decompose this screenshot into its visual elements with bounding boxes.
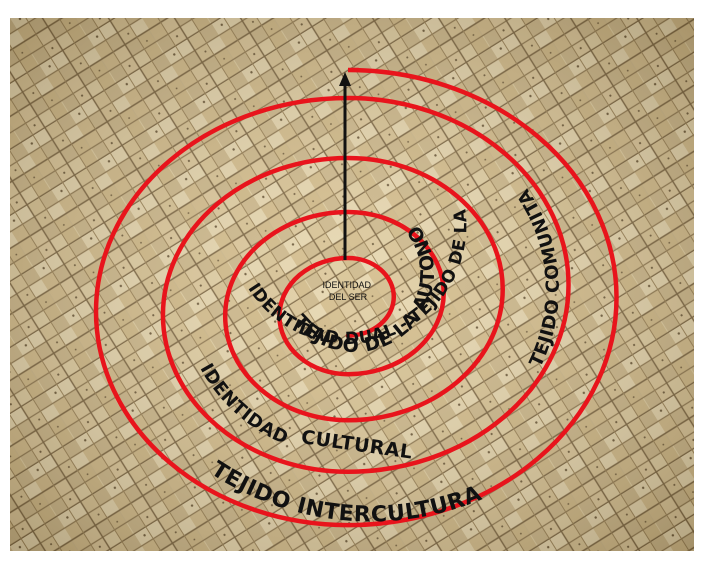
background-shading — [10, 18, 694, 551]
diagram-frame: IDENTIDAD DEL SER TEJIDO DE LA AUTONOMÍA… — [10, 18, 694, 551]
center-label-line1: IDENTIDAD — [322, 280, 371, 290]
center-label-line2: DEL SER — [329, 292, 368, 302]
spiral-diagram: IDENTIDAD DEL SER TEJIDO DE LA AUTONOMÍA… — [10, 18, 694, 551]
red-spiral — [93, 67, 619, 528]
arrow-head-icon — [339, 72, 351, 86]
center-label: IDENTIDAD DEL SER — [322, 280, 373, 302]
